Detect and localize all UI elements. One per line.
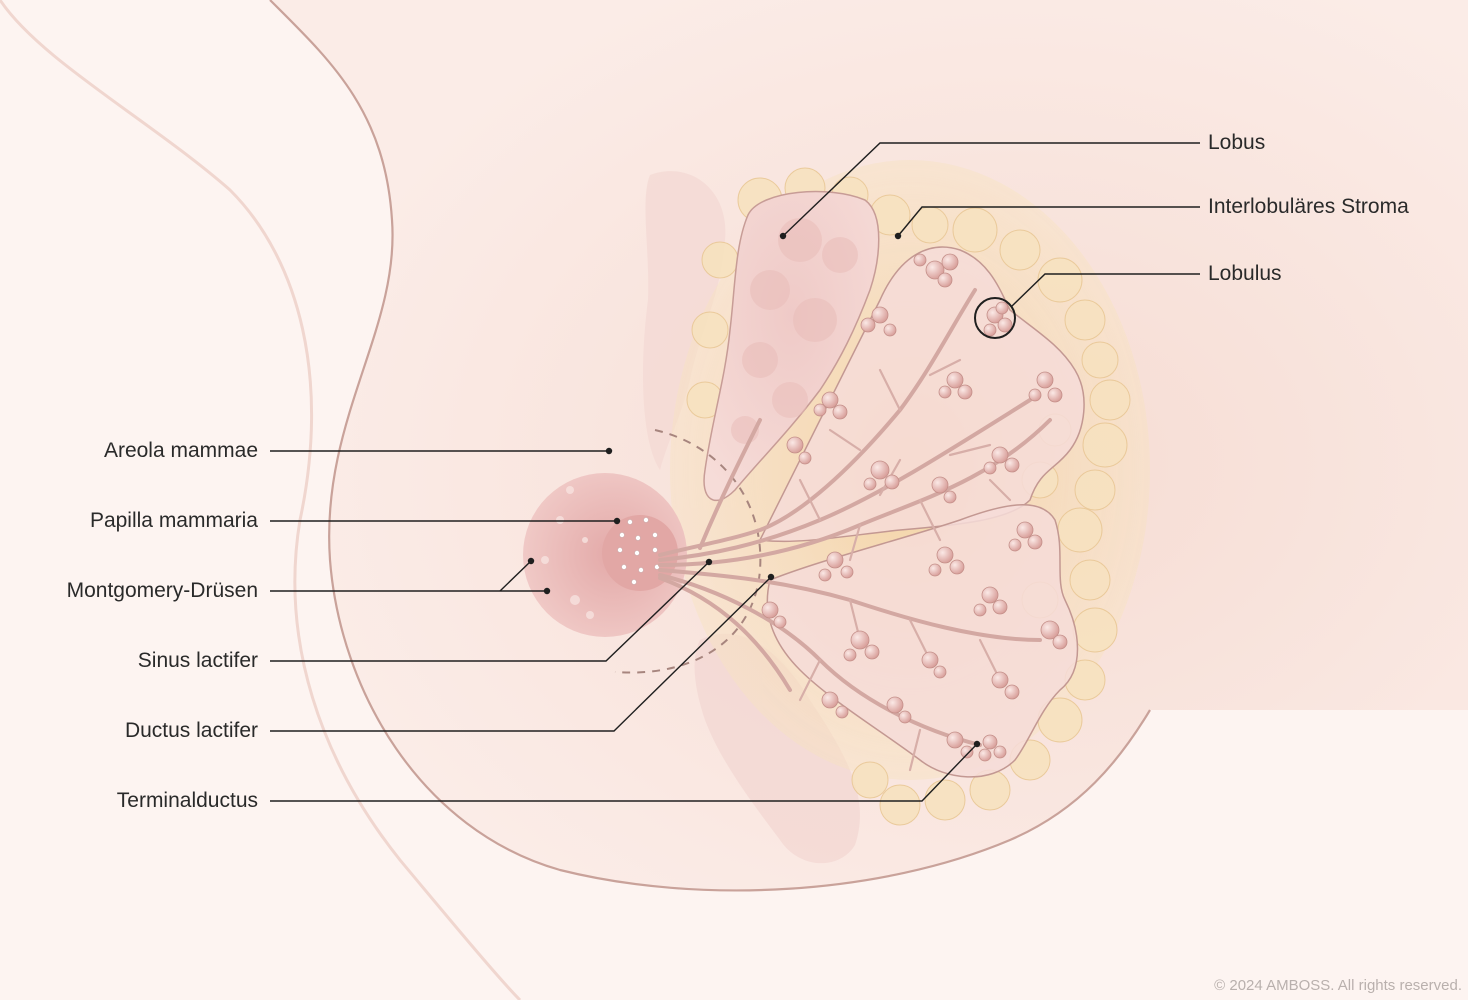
label-ductus-lactifer: Ductus lactifer [124, 719, 258, 742]
leader-stroma [897, 206, 1200, 237]
copyright-notice: © 2024 AMBOSS. All rights reserved. [1214, 977, 1462, 994]
lobulus-highlight [974, 297, 1016, 339]
label-areola-mammae: Areola mammae [103, 439, 258, 462]
leader-dots [527, 232, 981, 748]
duct-branches [798, 358, 1012, 772]
leader-lobulus [1011, 273, 1200, 307]
lobe-upper-texture [731, 218, 858, 444]
label-lobus: Lobus [1208, 131, 1266, 154]
areola-specks [541, 486, 594, 619]
leader-lines [270, 142, 1200, 802]
papilla-pores [617, 517, 660, 585]
label-interlobulaeres-stroma: Interlobuläres Stroma [1208, 195, 1409, 218]
body-contour [0, 0, 522, 1000]
leader-ductus [270, 576, 772, 732]
label-papilla-mammaria: Papilla mammaria [89, 509, 258, 532]
label-montgomery-druesen: Montgomery-Drüsen [66, 579, 258, 602]
leader-lobus [782, 142, 1200, 237]
leader-sinus [270, 561, 710, 662]
label-sinus-lactifer: Sinus lactifer [137, 649, 258, 672]
lobule-clusters [761, 253, 1068, 762]
dashed-region [614, 429, 762, 674]
leader-terminal [270, 743, 978, 802]
leader-montgomery-b [499, 560, 532, 592]
label-terminalductus: Terminalductus [116, 789, 258, 812]
faint-lobe-lower [694, 633, 860, 864]
faint-lobe-upper [643, 171, 726, 471]
label-lobulus: Lobulus [1208, 262, 1282, 285]
breast-outline [269, 0, 1151, 892]
